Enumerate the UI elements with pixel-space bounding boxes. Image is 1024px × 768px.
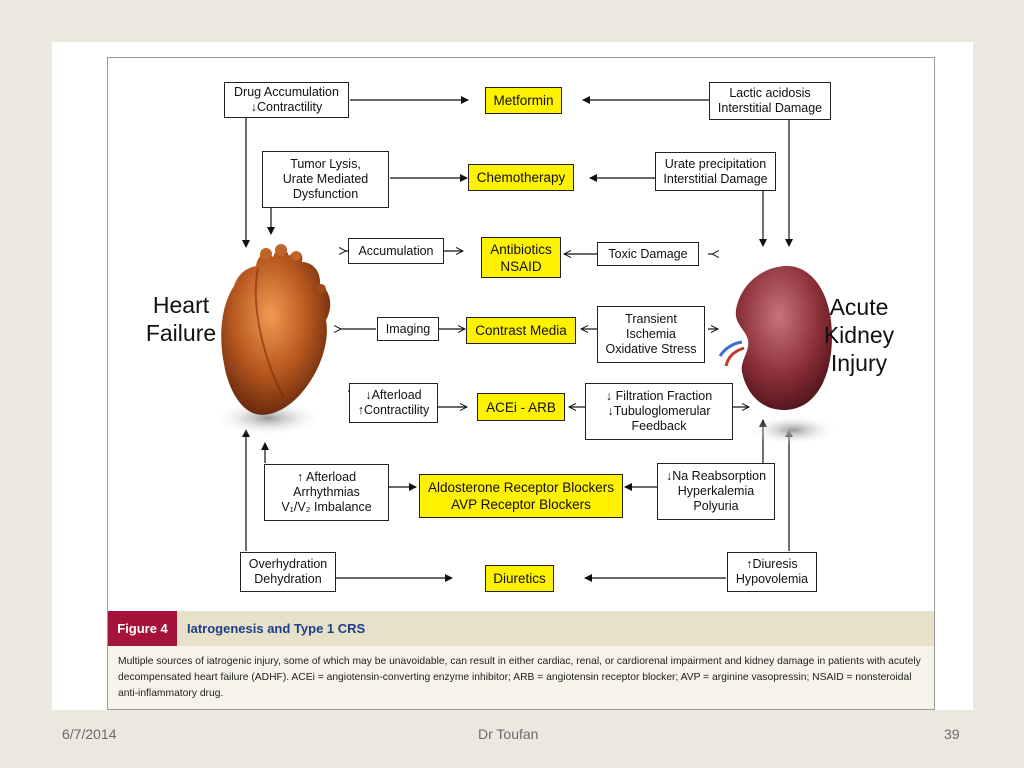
arrows-right xyxy=(564,96,749,582)
drug-metformin: Metformin xyxy=(485,87,562,114)
heart-effect-aldosterone: ↑ Afterload Arrhythmias V₁/V₂ Imbalance xyxy=(264,464,389,521)
diagram-graphics xyxy=(213,96,838,582)
kidney-effect-acei: ↓ Filtration Fraction ↓Tubuloglomerular … xyxy=(585,383,733,440)
kidney-effect-diuretics: ↑Diuresis Hypovolemia xyxy=(727,552,817,592)
heart-effect-metformin: Drug Accumulation ↓Contractility xyxy=(224,82,349,118)
kidney-effect-chemotherapy: Urate precipitation Interstitial Damage xyxy=(655,152,776,191)
footer-page-number: 39 xyxy=(944,726,960,742)
kidney-effect-antibiotics: Toxic Damage xyxy=(597,242,699,266)
heart-effect-contrast: Imaging xyxy=(377,317,439,341)
kidney-icon xyxy=(718,265,838,445)
drug-aldosterone-avp-blockers: Aldosterone Receptor Blockers AVP Recept… xyxy=(419,474,623,518)
kidney-effect-contrast: Transient Ischemia Oxidative Stress xyxy=(597,306,705,363)
figure-caption-bar: Figure 4 Iatrogenesis and Type 1 CRS xyxy=(108,611,934,646)
figure-title: Iatrogenesis and Type 1 CRS xyxy=(187,621,366,636)
drug-diuretics: Diuretics xyxy=(485,565,554,592)
figure: Heart Failure Acute Kidney Injury Drug A… xyxy=(107,57,935,710)
heart-effect-diuretics: Overhydration Dehydration xyxy=(240,552,336,592)
heart-effect-acei: ↓Afterload ↑Contractility xyxy=(349,383,438,423)
footer-date: 6/7/2014 xyxy=(62,726,117,742)
figure-caption: Multiple sources of iatrogenic injury, s… xyxy=(108,646,934,709)
heart-icon xyxy=(213,244,331,436)
heart-failure-label: Heart Failure xyxy=(145,292,217,346)
drug-acei-arb: ACEi - ARB xyxy=(477,393,565,421)
kidney-effect-aldosterone: ↓Na Reabsorption Hyperkalemia Polyuria xyxy=(657,463,775,520)
drug-chemotherapy: Chemotherapy xyxy=(468,164,574,191)
kidney-effect-metformin: Lactic acidosis Interstitial Damage xyxy=(709,82,831,120)
heart-effect-chemotherapy: Tumor Lysis, Urate Mediated Dysfunction xyxy=(262,151,389,208)
footer-author: Dr Toufan xyxy=(478,726,539,742)
heart-effect-antibiotics: Accumulation xyxy=(348,238,444,264)
acute-kidney-injury-label: Acute Kidney Injury xyxy=(823,294,895,376)
figure-tag: Figure 4 xyxy=(108,611,177,646)
drug-contrast-media: Contrast Media xyxy=(466,317,576,344)
drug-antibiotics-nsaid: Antibiotics NSAID xyxy=(481,237,561,278)
